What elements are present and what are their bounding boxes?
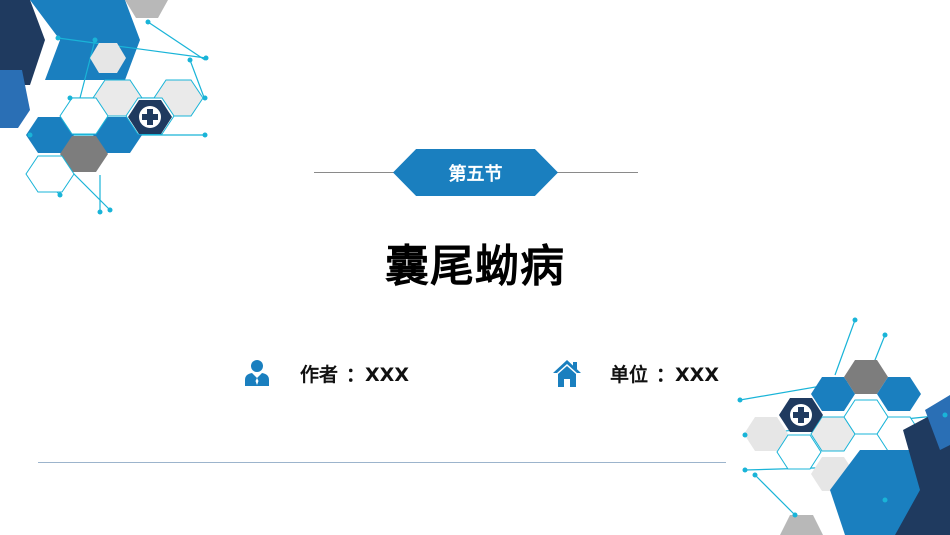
organization-value: ：XXX <box>656 363 719 386</box>
organization-label: 单位 <box>610 363 649 386</box>
medical-cross-icon <box>779 398 823 432</box>
section-badge: 第五节 <box>393 149 558 196</box>
organization-info: 单位 ：XXX <box>552 358 719 388</box>
section-rule-left <box>314 172 404 173</box>
section-rule-right <box>548 172 638 173</box>
author-label: 作者 <box>300 363 339 386</box>
hexagon-decoration-top-left <box>0 0 209 215</box>
page-title: 囊尾蚴病 <box>385 241 565 292</box>
person-icon <box>245 360 269 386</box>
author-info: 作者 ：XXX <box>242 358 409 388</box>
bottom-divider <box>38 462 726 463</box>
section-label: 第五节 <box>448 163 503 185</box>
hexagon-decoration-bottom-right <box>737 317 950 535</box>
home-icon <box>553 360 581 387</box>
author-value: ：XXX <box>346 363 409 386</box>
medical-cross-icon <box>128 100 172 134</box>
